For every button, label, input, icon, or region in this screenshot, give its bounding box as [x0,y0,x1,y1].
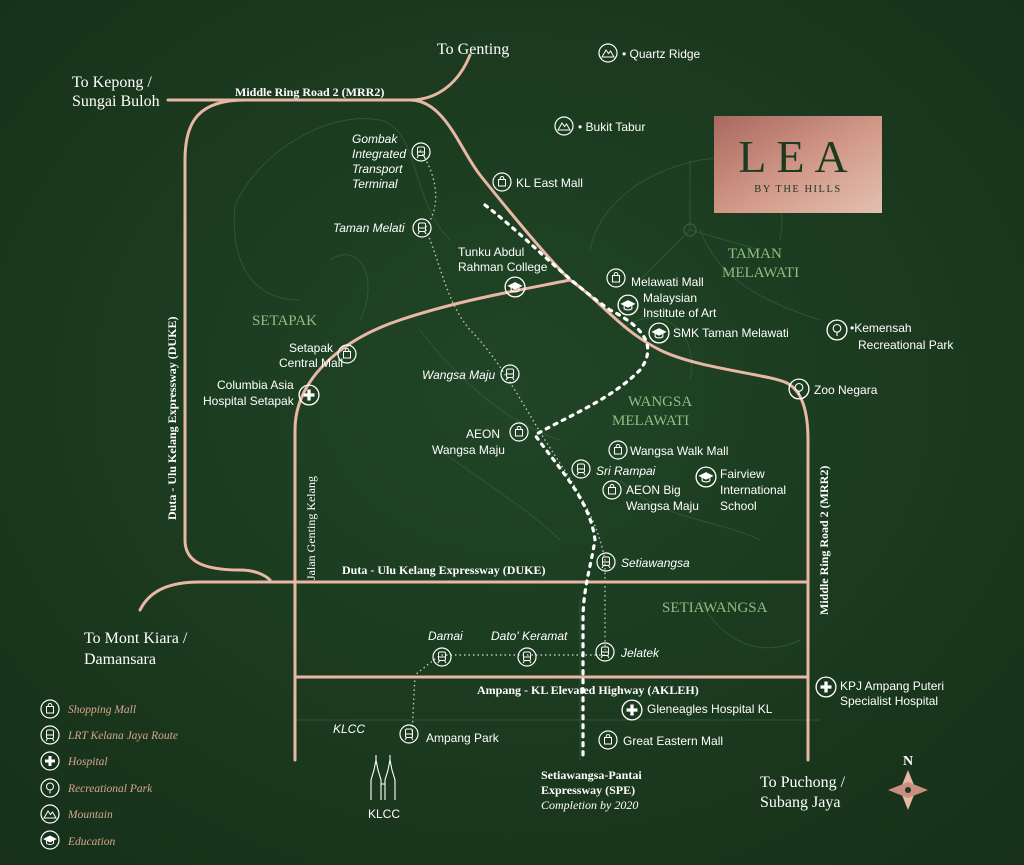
area-taman-melawati-2: MELAWATI [722,265,799,281]
dest-damansara: Damansara [84,651,156,668]
poi-aeon-big-1: AEON Big [626,483,681,497]
road-spe-2: Expressway (SPE) [541,783,635,797]
poi-fairview-2: International [720,483,786,497]
poi-zoo-negara: Zoo Negara [814,383,878,397]
area-wangsa-melawati-1: WANGSA [628,394,692,410]
legend-label: Shopping Mall [68,704,136,716]
poi-kpj-1: KPJ Ampang Puteri [840,679,944,693]
poi-columbia-2: Hospital Setapak [203,394,295,408]
spe-expressway [483,203,650,757]
compass: N [888,754,928,810]
poi-gombak-4: Terminal [352,177,398,191]
poi-gombak-3: Transport [352,162,403,176]
poi-gleneagles: Gleneagles Hospital KL [647,702,773,716]
poi-melawati-mall: Melawati Mall [631,275,704,289]
lea-logo: LEA BY THE HILLS [714,116,882,213]
poi-ampang-park: Ampang Park [426,731,500,745]
poi-gombak-2: Integrated [352,147,406,161]
poi-setiawangsa-stn: Setiawangsa [621,556,690,570]
poi-kpj-2: Specialist Hospital [840,694,938,708]
poi-klcc-stn: KLCC [333,722,365,736]
klcc-towers-icon [370,755,396,800]
dest-sungai-buloh: Sungai Buloh [72,93,160,110]
logo-brand: LEA [738,131,857,182]
legend-label: LRT Kelana Jaya Route [67,730,178,742]
poi-aeon-big-2: Wangsa Maju [626,499,699,513]
poi-kemensah-2: Recreational Park [858,338,954,352]
poi-mia-1: Malaysian [643,291,697,305]
area-taman-melawati-1: TAMAN [728,246,782,262]
poi-quartz-ridge: • Quartz Ridge [622,47,701,61]
dest-kepong: To Kepong / [72,74,152,91]
area-setiawangsa: SETIAWANGSA [662,600,768,616]
poi-tarc-1: Tunku Abdul [458,245,524,259]
poi-setapak-mall-2: Central Mall [279,356,343,370]
poi-gombak-1: Gombak [352,132,398,146]
road-duke-horizontal: Duta - Ulu Kelang Expressway (DUKE) [342,563,545,577]
poi-mia-2: Institute of Art [643,306,717,320]
poi-tarc-2: Rahman College [458,260,548,274]
poi-columbia-1: Columbia Asia [217,378,294,392]
dest-subang-jaya: Subang Jaya [760,794,840,811]
poi-fairview-3: School [720,499,757,513]
compass-north: N [903,754,913,769]
road-jalan-genting-kelang: Jalan Genting Kelang [304,476,318,580]
poi-kemensah-1: •Kemensah [850,321,912,335]
logo-tagline: BY THE HILLS [754,184,841,195]
poi-bukit-tabur: • Bukit Tabur [578,120,645,134]
poi-jelatek: Jelatek [620,646,660,660]
terrain-contours [233,118,821,760]
road-spe-1: Setiawangsa-Pantai [541,768,642,782]
legend: Shopping Mall LRT Kelana Jaya Route Hosp… [40,699,178,850]
poi-aeon-wm-1: AEON [466,427,500,441]
dest-genting: To Genting [437,41,509,58]
legend-label: Education [67,836,116,848]
road-mrr2-top: Middle Ring Road 2 (MRR2) [235,85,384,99]
poi-aeon-wm-2: Wangsa Maju [432,443,505,457]
area-wangsa-melawati-2: MELAWATI [612,413,689,429]
road-duke-vertical: Duta - Ulu Kelang Expressway (DUKE) [165,317,179,520]
lrt-kelana-jaya-route [411,149,606,736]
poi-damai: Damai [428,629,463,643]
poi-dato-keramat: Dato' Keramat [491,629,568,643]
poi-klcc-towers: KLCC [368,807,400,821]
legend-label: Hospital [67,756,108,768]
dest-mont-kiara: To Mont Kiara / [84,630,188,647]
legend-label: Recreational Park [67,783,153,795]
poi-great-eastern-mall: Great Eastern Mall [623,734,723,748]
road-akleh: Ampang - KL Elevated Highway (AKLEH) [477,683,699,697]
area-setapak: SETAPAK [252,313,317,329]
legend-label: Mountain [67,809,113,821]
poi-wangsa-maju-stn: Wangsa Maju [422,368,495,382]
road-spe-completion: Completion by 2020 [541,798,638,812]
poi-fairview-1: Fairview [720,467,765,481]
road-mrr2-right: Middle Ring Road 2 (MRR2) [817,466,831,615]
poi-wangsa-walk-mall: Wangsa Walk Mall [630,444,728,458]
dest-puchong: To Puchong / [760,774,846,791]
poi-taman-melati: Taman Melati [333,221,405,235]
poi-kl-east-mall: KL East Mall [516,176,583,190]
poi-smk-taman-melawati: SMK Taman Melawati [673,326,789,340]
poi-sri-rampai: Sri Rampai [596,464,656,478]
poi-setapak-mall-1: Setapak [289,341,334,355]
